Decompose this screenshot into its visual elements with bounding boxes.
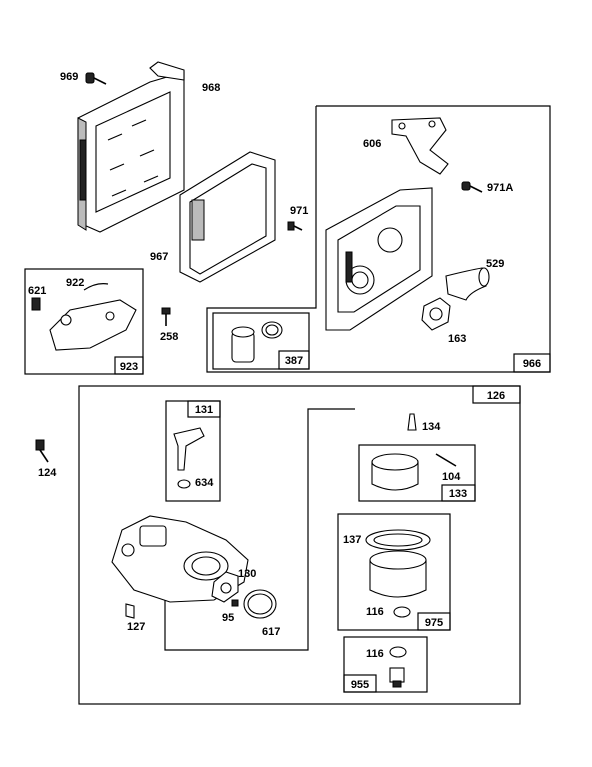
part-label-922: 922 (66, 277, 84, 289)
box-tag-955: 955 (343, 674, 377, 693)
plug-127 (125, 603, 135, 619)
part-label-529: 529 (486, 258, 504, 270)
screw-955-part (389, 646, 407, 688)
box-label-975: 975 (425, 617, 443, 629)
screw-95 (231, 599, 239, 607)
carburetor-bracket-lines (164, 408, 355, 651)
bolt-124 (35, 439, 49, 463)
box-label-955: 955 (351, 679, 369, 691)
box-tag-966: 966 (513, 353, 551, 373)
air-cleaner-base-part (77, 61, 185, 233)
part-label-967: 967 (150, 251, 168, 263)
part-label-116-bowl: 116 (366, 606, 384, 618)
group-923-outline (24, 268, 144, 375)
part-label-127: 127 (127, 621, 145, 633)
group-133-outline (358, 444, 476, 502)
bowl-975-part (365, 529, 431, 618)
screw-969 (85, 72, 107, 85)
box-tag-387: 387 (278, 350, 310, 370)
part-label-971: 971 (290, 205, 308, 217)
box-label-131: 131 (195, 404, 213, 416)
gasket-130 (211, 571, 239, 603)
part-label-606: 606 (363, 138, 381, 150)
needle-valve-131-part (173, 427, 205, 489)
part-label-634: 634 (195, 477, 214, 489)
needle-134 (407, 413, 417, 431)
part-label-137: 137 (343, 534, 361, 546)
box-label-126: 126 (487, 390, 505, 402)
part-label-621: 621 (28, 285, 46, 297)
cylinder-387-part (231, 326, 255, 363)
box-label-133: 133 (449, 488, 467, 500)
bracket-606-part (391, 117, 449, 175)
screw-971a (461, 181, 483, 193)
part-label-95: 95 (222, 612, 234, 624)
box-tag-923: 923 (114, 356, 144, 375)
group-387-outline (212, 312, 310, 370)
part-label-969: 969 (60, 71, 78, 83)
governor-linkage-part (31, 283, 137, 351)
o-ring-617 (243, 589, 277, 619)
part-label-617: 617 (262, 626, 280, 638)
pin-104 (435, 453, 457, 467)
part-label-130: 130 (238, 568, 256, 580)
box-label-387: 387 (285, 355, 303, 367)
part-label-968: 968 (202, 82, 220, 94)
part-label-134: 134 (422, 421, 441, 433)
float-133-part (371, 453, 419, 491)
screw-258 (161, 307, 171, 326)
part-label-163: 163 (448, 333, 466, 345)
air-filter-part (179, 151, 276, 283)
part-label-104: 104 (442, 471, 461, 483)
ring-387-part (261, 321, 283, 339)
group-975-outline (337, 513, 451, 631)
gasket-163 (421, 297, 451, 331)
box-tag-133: 133 (441, 484, 476, 502)
elbow-tube-529 (445, 267, 490, 301)
group-126-outline (78, 385, 521, 705)
box-label-923: 923 (120, 361, 138, 373)
part-label-971a: 971A (487, 182, 513, 194)
group-966-outline (206, 105, 551, 373)
group-955-outline (343, 636, 428, 693)
part-label-258: 258 (160, 331, 178, 343)
box-tag-126: 126 (472, 385, 521, 404)
box-tag-131: 131 (187, 400, 221, 418)
box-label-966: 966 (523, 358, 541, 370)
screw-971 (287, 221, 303, 231)
box-tag-975: 975 (417, 612, 451, 631)
part-label-124: 124 (38, 467, 57, 479)
air-cleaner-housing-part (325, 187, 433, 331)
part-label-116-screw: 116 (366, 648, 384, 660)
carburetor-body-part (111, 515, 249, 603)
